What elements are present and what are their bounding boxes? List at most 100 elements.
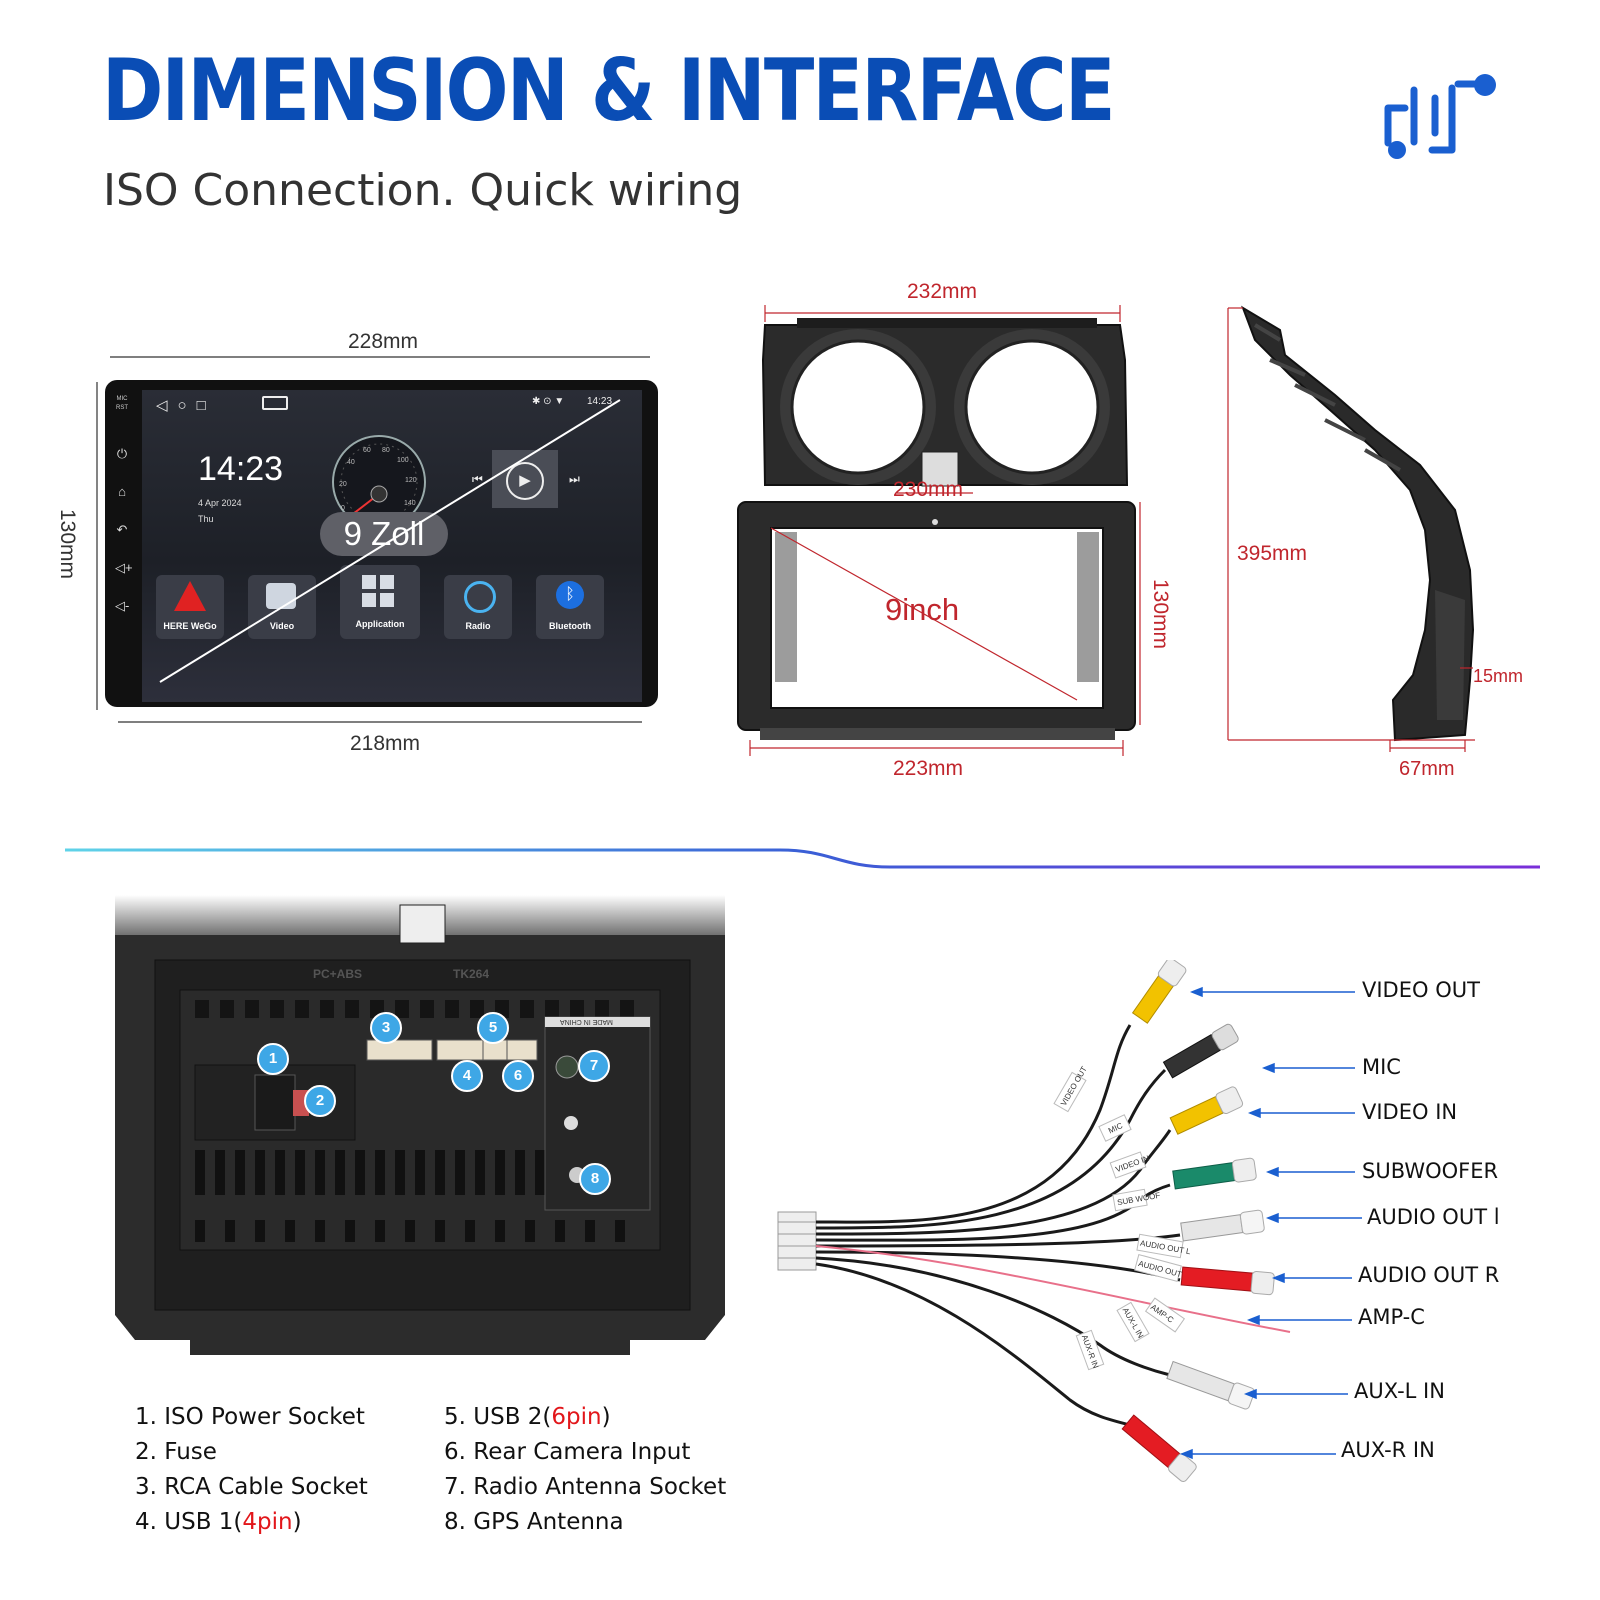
legend-left-column: 1. ISO Power Socket 2. Fuse 3. RCA Cable… [135,1400,435,1540]
screen-diagonal-line [159,399,621,683]
svg-text:20: 20 [339,481,347,488]
cable-label-amp-c: AMP-C [1358,1305,1425,1329]
rca-cable-harness: VIDEO OUT MIC VIDEO IN SUB WOOF AUDIO OU… [777,960,1362,1482]
back-panel-diagram: PC+ABS TK264 MADE IN CHINA 1 2 3 4 5 6 7… [115,895,725,1365]
port-badge-6: 6 [502,1060,534,1092]
grid-square-icon [362,575,376,589]
app-radio[interactable]: Radio [444,575,512,639]
home-icon[interactable]: ⌂ [118,484,126,499]
port-badge-5: 5 [477,1012,509,1044]
frame-drawing [737,305,1141,756]
play-icon[interactable]: ▶ [506,462,544,500]
app-label: Application [355,619,405,629]
cable-label-audio-out-l: AUDIO OUT l [1367,1205,1500,1229]
screen-height-label: 130mm [56,508,80,580]
legend-item-2: 2. Fuse [135,1439,217,1465]
video-icon [266,583,296,609]
volume-up-icon[interactable]: ◁+ [115,560,133,575]
profile-depth-small-label: 15mm [1473,666,1524,686]
frame-diagram: 232mm 230mm 223mm 130mm 9inch [725,270,1185,790]
svg-text:60: 60 [363,447,371,454]
app-bluetooth[interactable]: ᛒ Bluetooth [536,575,604,639]
next-track-icon[interactable]: ⏭ [569,472,580,486]
port-badge-4: 4 [451,1060,483,1092]
app-here-wego[interactable]: HERE WeGo [156,575,224,639]
legend-item-3: 3. RCA Cable Socket [135,1474,368,1500]
cable-label-aux-l-in: AUX-L IN [1354,1379,1445,1403]
status-icons: ✱ ⊙ ▼ [532,396,565,407]
side-button-labels: MIC RST [116,396,128,411]
gallery-icon [262,396,288,410]
made-in-sticker: MADE IN CHINA [560,1018,613,1025]
cable-label-mic: MIC [1362,1055,1401,1079]
legend-item-8: 8. GPS Antenna [444,1509,624,1535]
embossed-material-text: PC+ABS [313,967,363,981]
frame-width-inner-label: 230mm [893,478,964,501]
app-label: Radio [465,621,491,631]
frame-width-top-label: 232mm [907,280,978,303]
section-divider [65,848,1540,869]
frame-height-label: 130mm [1149,578,1173,650]
frame-screen-size-label: 9inch [885,592,960,627]
frame-width-bottom-label: 223mm [893,757,964,780]
grid-square-icon [380,593,394,607]
app-video[interactable]: Video [248,575,316,639]
radio-icon [464,581,496,613]
speedometer-widget: 0 20 40 60 80 100 120 140 [332,435,426,529]
legend-item-7: 7. Radio Antenna Socket [444,1474,727,1500]
rca-plugs [1121,960,1275,1482]
svg-text:100: 100 [397,457,409,464]
clock-date: 4 Apr 2024 [198,498,242,508]
status-time: 14:23 [587,396,613,407]
port-badge-7: 7 [578,1050,610,1082]
clock-time: 14:23 [198,450,284,488]
port-badge-1: 1 [257,1043,289,1075]
cable-label-aux-r-in: AUX-R IN [1341,1438,1435,1462]
app-label: Video [269,621,295,631]
side-profile-drawing [1227,305,1475,752]
legend-item-1: 1. ISO Power Socket [135,1404,365,1430]
svg-text:140: 140 [404,500,416,507]
side-buttons: ⏻ ⌂ ↶ ◁+ ◁- [115,435,133,625]
profile-depth-base-label: 67mm [1399,758,1455,780]
legend-item-6: 6. Rear Camera Input [444,1439,691,1465]
cable-label-video-out: VIDEO OUT [1362,978,1480,1002]
cable-label-subwoofer: SUBWOOFER [1362,1159,1499,1183]
app-application[interactable]: Application [340,565,420,639]
prev-track-icon[interactable]: ⏮ [472,472,483,486]
bluetooth-icon: ᛒ [556,581,584,609]
embossed-model-text: TK264 [453,967,490,981]
back-icon[interactable]: ↶ [116,522,128,537]
android-nav-icons: ◁○□ [156,397,216,414]
volume-down-icon[interactable]: ◁- [115,598,130,613]
port-badge-2: 2 [304,1085,336,1117]
page-subtitle: ISO Connection. Quick wiring [103,165,743,216]
cable-label-video-in: VIDEO IN [1362,1100,1458,1124]
here-wego-icon [174,581,206,611]
screen-unit-diagram: 228mm 218mm 130mm MIC RST ⏻ ⌂ ↶ ◁+ ◁- ◁○… [56,320,700,760]
svg-text:120: 120 [405,477,417,484]
screen-dimension-lines [96,356,650,723]
page-title: DIMENSION & INTERFACE [102,41,1116,141]
app-label: HERE WeGo [163,621,217,631]
cable-connector-plug [777,1211,817,1271]
clock-day: Thu [198,514,214,524]
grid-square-icon [362,593,376,607]
svg-text:40: 40 [347,459,355,466]
legend-item-5: 5. USB 2(6pin) [444,1404,611,1430]
audio-connection-icon [1384,74,1496,159]
power-icon[interactable]: ⏻ [116,446,128,461]
port-badge-8: 8 [579,1163,611,1195]
cable-label-audio-out-r: AUDIO OUT R [1358,1263,1500,1287]
legend-item-4: 4. USB 1(4pin) [135,1509,302,1535]
grid-square-icon [380,575,394,589]
back-panel-drawing [115,895,725,1355]
svg-text:0: 0 [341,505,345,512]
side-profile-diagram: 395mm 15mm 67mm [1225,300,1545,790]
screen-width-bottom-label: 218mm [350,732,421,755]
profile-height-label: 395mm [1237,542,1308,565]
legend-right-column: 5. USB 2(6pin) 6. Rear Camera Input 7. R… [444,1400,764,1540]
app-label: Bluetooth [549,621,591,631]
svg-text:80: 80 [382,447,390,454]
port-badge-3: 3 [370,1012,402,1044]
